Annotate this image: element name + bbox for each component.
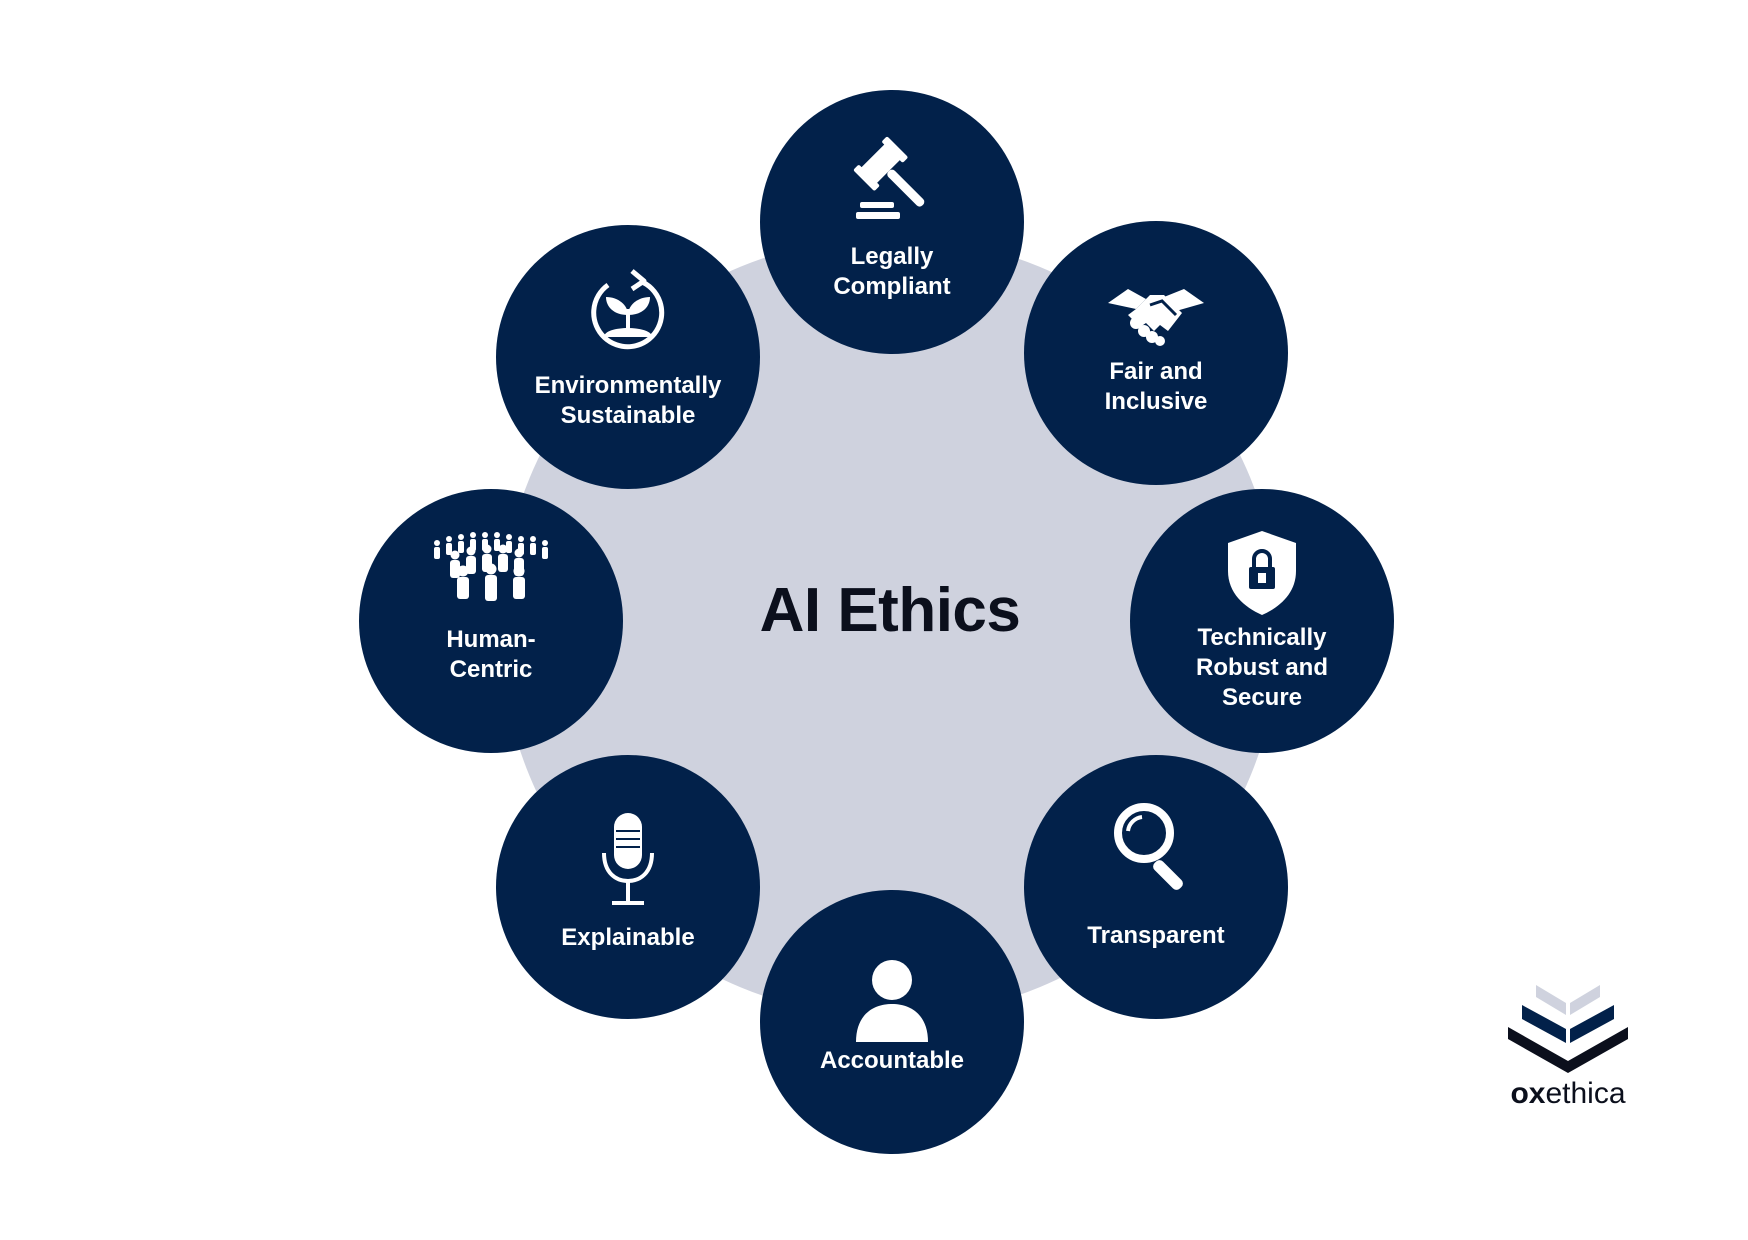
gavel-icon	[842, 130, 942, 230]
node-label: Fair and Inclusive	[1104, 358, 1208, 415]
node-fair-and-inclusive: Fair and Inclusive	[1024, 221, 1288, 485]
plant-cycle-icon	[578, 265, 678, 365]
oxethica-wordmark: oxethica	[1510, 1077, 1626, 1110]
node-legally-compliant: Legally Compliant	[760, 90, 1024, 354]
node-label: Technically Robust and Secure	[1196, 624, 1328, 711]
magnifier-icon	[1106, 795, 1206, 895]
handshake-icon	[1106, 265, 1206, 365]
node-label: Legally Compliant	[833, 243, 951, 300]
node-label: Human- Centric	[446, 626, 536, 683]
microphone-icon	[578, 809, 678, 909]
shield-lock-icon	[1212, 523, 1312, 623]
node-label: Environmentally Sustainable	[534, 372, 722, 429]
oxethica-logo: oxethica	[1498, 985, 1638, 1115]
person-icon	[842, 952, 942, 1052]
node-label: Explainable	[561, 924, 695, 951]
node-technically-robust-and-secure: Technically Robust and Secure	[1130, 489, 1394, 753]
node-human-centric: Human- Centric	[359, 489, 623, 753]
node-environmentally-sustainable: Environmentally Sustainable	[496, 225, 760, 489]
node-transparent: Transparent	[1024, 755, 1288, 1019]
node-label: Transparent	[1087, 922, 1225, 949]
diagram-title: AI Ethics	[759, 576, 1021, 645]
crowd-icon	[431, 529, 551, 629]
node-accountable: Accountable	[760, 890, 1024, 1154]
node-explainable: Explainable	[496, 755, 760, 1019]
oxethica-logo-mark	[1508, 985, 1628, 1073]
node-label: Accountable	[819, 1047, 965, 1074]
